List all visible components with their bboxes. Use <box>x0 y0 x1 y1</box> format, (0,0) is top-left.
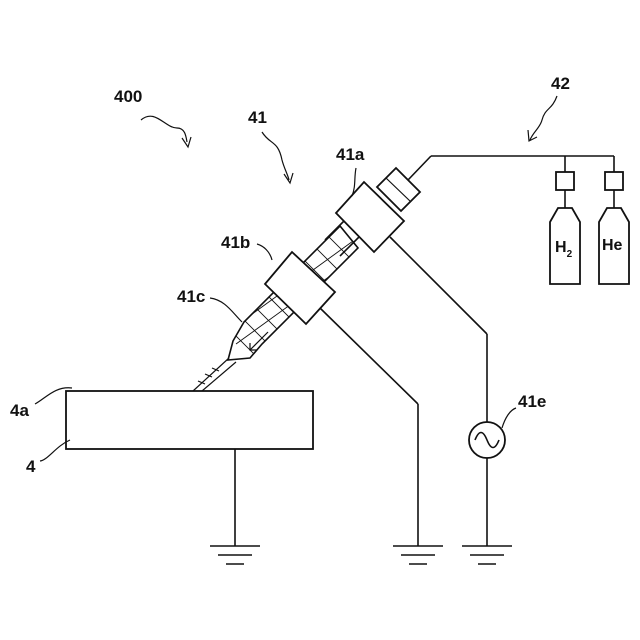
label-tube-c: 41c <box>177 287 205 306</box>
ac-source-icon <box>469 422 505 458</box>
connector-41a-wire <box>390 237 512 564</box>
label-system: 400 <box>114 87 142 106</box>
workpiece-ground <box>210 449 260 564</box>
label-ac-source: 41e <box>518 392 546 411</box>
label-workpiece: 4 <box>26 457 36 476</box>
label-gas-he: He <box>602 237 623 254</box>
label-connector-a: 41a <box>336 145 365 164</box>
workpiece-block <box>66 391 313 449</box>
he-cylinder <box>599 172 629 284</box>
label-surface: 4a <box>10 401 29 420</box>
gas-manifold <box>431 156 614 172</box>
torch-tip <box>193 358 236 391</box>
connector-41b-ground <box>320 308 443 564</box>
h2-cylinder <box>550 172 580 284</box>
label-gas-supply: 42 <box>551 74 570 93</box>
label-connector-b: 41b <box>221 233 250 252</box>
label-torch: 41 <box>248 108 267 127</box>
